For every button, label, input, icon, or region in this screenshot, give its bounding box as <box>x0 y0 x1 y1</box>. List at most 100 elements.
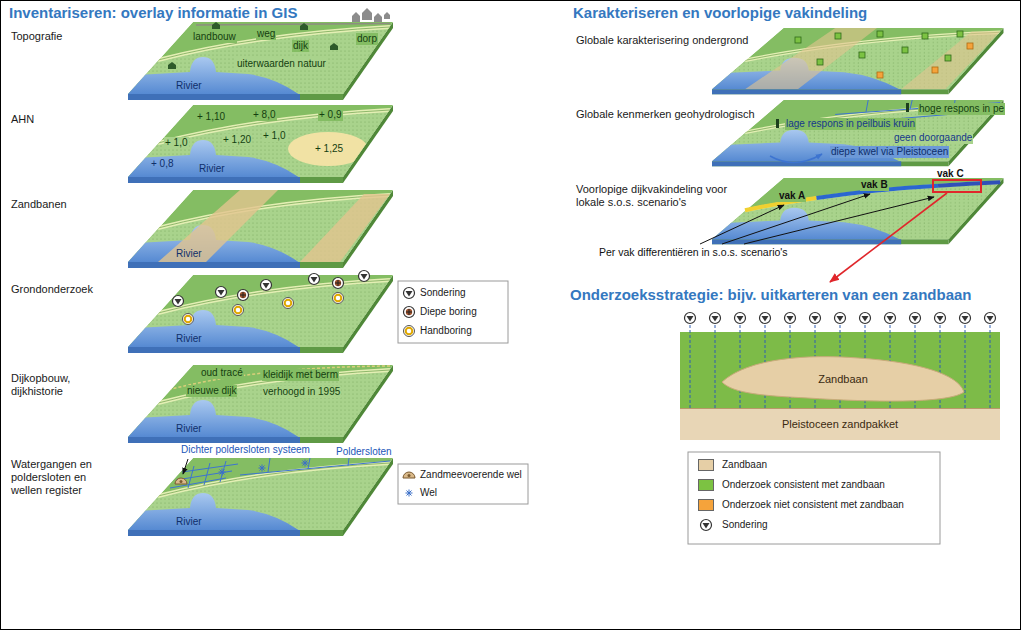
investigation-marker <box>957 31 963 37</box>
watercourse-layer <box>302 460 309 467</box>
soil-investigation-layer <box>238 290 249 301</box>
piezometer <box>776 119 779 128</box>
investigation-marker <box>902 47 908 53</box>
sand-channel-layer <box>118 190 418 270</box>
investigation-marker <box>877 43 973 78</box>
elevation-layer <box>288 132 368 166</box>
pointer-arrow <box>700 194 934 244</box>
soil-investigation-layer <box>183 314 194 325</box>
legend-label: Diepe boring <box>420 306 477 318</box>
subsoil-layer <box>745 28 877 89</box>
layer-title: Globale karakterisering ondergrond <box>575 34 777 47</box>
legend-frame <box>688 452 940 544</box>
map-label: landbouw <box>192 31 237 43</box>
village-icon <box>352 12 360 22</box>
watercourse-layer <box>118 458 528 538</box>
subsoil-layer <box>701 28 1021 96</box>
topography-layer <box>118 8 418 102</box>
map-label: + 0,9 <box>318 109 343 121</box>
watercourse-layer <box>219 469 226 476</box>
legend-label: Zandbaan <box>722 459 767 471</box>
village-icon <box>384 12 390 19</box>
village-icon <box>362 8 372 20</box>
seepage-arrow <box>770 154 822 163</box>
watercourse-layer <box>406 490 413 497</box>
investigation-marker <box>795 37 801 43</box>
map-label: uiterwaarden natuur <box>236 58 327 70</box>
investigation-marker <box>877 31 883 37</box>
column-heading: Inventariseren: overlay informatie in GI… <box>8 4 298 22</box>
map-label: + 1,20 <box>222 134 252 146</box>
farm-icon <box>168 62 176 69</box>
cross-section <box>710 313 721 324</box>
cross-section <box>760 313 771 324</box>
subsoil-layer <box>701 28 1021 96</box>
farm-icon <box>168 22 338 69</box>
investigation-marker <box>945 55 951 61</box>
village-icon <box>352 8 390 22</box>
soil-investigation-layer <box>283 298 294 309</box>
pointer-arrow <box>700 205 784 244</box>
node-label: Pleistoceen zandpakket <box>782 418 898 431</box>
map-label: + 1,0 <box>164 137 189 149</box>
sounding-line <box>690 325 691 408</box>
dike-section-layer <box>700 178 1021 246</box>
farm-icon <box>330 43 338 50</box>
map-label: weg <box>256 28 276 40</box>
cross-section <box>680 313 1000 545</box>
watercourse-layer <box>170 458 390 488</box>
cross-section <box>680 332 1000 408</box>
soil-investigation-layer <box>404 307 415 318</box>
investigation-marker <box>859 52 865 58</box>
cross-section <box>960 313 971 324</box>
section-marker-box: vak C <box>932 179 982 193</box>
pleistocene-layer: Pleistoceen zandpakket <box>680 408 1000 440</box>
legend-swatch <box>698 479 714 491</box>
sand-channel-layer <box>118 190 418 270</box>
investigation-marker <box>817 59 823 65</box>
pointer-arrow <box>744 197 934 244</box>
column-heading: Karakteriseren en voorlopige vakindeling <box>572 4 868 22</box>
legend-label: Onderzoek niet consistent met zandbaan <box>722 499 904 511</box>
node-label: Onderzoeksstrategie: bijv. uitkarteren v… <box>566 282 972 304</box>
map-label: Poldersloten <box>335 446 393 458</box>
map-label: + 8,0 <box>252 109 277 121</box>
soil-investigation-layer <box>173 296 184 307</box>
layer-title: AHN <box>10 113 122 126</box>
investigation-marker <box>922 33 928 39</box>
dike-section-layer <box>701 178 1021 246</box>
elevation-layer <box>118 105 418 185</box>
layer-title: Voorlopige dijkvakindeling voor lokale s… <box>575 183 752 209</box>
map-label: geen doorgaande <box>893 132 973 144</box>
map-label: + 1,10 <box>196 111 226 123</box>
legend-label: Sondering <box>420 287 466 299</box>
layer-title: Watergangen en poldersloten en wellen re… <box>10 458 107 497</box>
map-label: + 1,25 <box>314 143 344 155</box>
leader-arrow <box>183 459 188 474</box>
legend-swatch <box>698 459 714 471</box>
layer-title: Grondonderzoek <box>10 283 122 296</box>
map-label: Per vak differentiëren in s.o.s. scenari… <box>598 246 789 258</box>
legend-label: Wel <box>420 487 437 499</box>
legend-label: Zandmeevoerende wel <box>420 469 522 481</box>
dike-history-layer <box>118 365 418 445</box>
soil-investigation-layer <box>216 287 227 298</box>
soil-investigation-layer <box>333 293 344 304</box>
layer-title: Dijkopbouw, dijkhistorie <box>10 372 92 398</box>
investigation-marker <box>932 67 938 73</box>
farm-icon <box>212 22 220 29</box>
map-label: dijk <box>292 40 309 52</box>
legend-swatch <box>698 499 714 511</box>
sounding-line <box>965 325 966 408</box>
soil-investigation-layer <box>233 305 244 316</box>
sand-lens-shape <box>722 357 964 401</box>
sand-channel-layer <box>300 194 390 262</box>
soil-investigation-layer <box>404 288 415 299</box>
subsoil-layer <box>701 28 1021 96</box>
cross-section <box>935 313 946 324</box>
map-label: vak B <box>860 179 889 191</box>
elevation-layer <box>288 132 368 166</box>
cross-section <box>685 313 696 324</box>
